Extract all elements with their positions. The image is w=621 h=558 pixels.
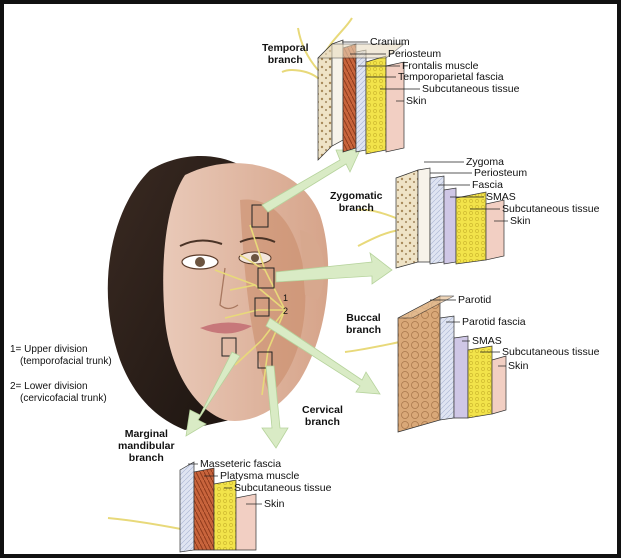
- layer-label: Skin: [264, 498, 284, 510]
- title-line: Marginal: [118, 428, 175, 440]
- layer-label: SMAS: [472, 335, 502, 347]
- layer-label: Parotid: [458, 294, 491, 306]
- layer-label: Subcutaneous tissue: [502, 203, 599, 215]
- title-line: branch: [346, 324, 381, 336]
- layer-label: Subcutaneous tissue: [422, 83, 519, 95]
- title-line: Temporal: [262, 42, 308, 54]
- title-line: branch: [118, 452, 175, 464]
- layer-label: SMAS: [486, 191, 516, 203]
- layer-label: Subcutaneous tissue: [234, 482, 331, 494]
- division-1-label: 1= Upper division: [10, 344, 88, 356]
- face-marker-1: 1: [283, 292, 288, 304]
- zygomatic-branch-title: Zygomatic branch: [330, 190, 383, 214]
- layer-label: Periosteum: [474, 167, 527, 179]
- division-1-desc: (temporofacial trunk): [20, 356, 112, 368]
- layer-label: Skin: [510, 215, 530, 227]
- title-line: Buccal: [346, 312, 381, 324]
- title-line: branch: [330, 202, 383, 214]
- title-line: branch: [262, 54, 308, 66]
- layer-label: Masseteric fascia: [200, 458, 281, 470]
- title-line: mandibular: [118, 440, 175, 452]
- layer-label: Platysma muscle: [220, 470, 299, 482]
- marginal-branch-title: Marginal mandibular branch: [118, 428, 175, 464]
- layer-label: Skin: [508, 360, 528, 372]
- layer-label: Periosteum: [388, 48, 441, 60]
- title-line: branch: [302, 416, 343, 428]
- division-2-desc: (cervicofacial trunk): [20, 393, 107, 405]
- layer-label: Temporoparietal fascia: [398, 71, 504, 83]
- layer-label: Cranium: [370, 36, 410, 48]
- layer-label: Fascia: [472, 179, 503, 191]
- cervical-branch-title: Cervical branch: [302, 404, 343, 428]
- title-line: Zygomatic: [330, 190, 383, 202]
- layer-label: Subcutaneous tissue: [502, 346, 599, 358]
- face-marker-2: 2: [283, 305, 288, 317]
- title-line: Cervical: [302, 404, 343, 416]
- layer-label: Skin: [406, 95, 426, 107]
- layer-label: Parotid fascia: [462, 316, 526, 328]
- buccal-branch-title: Buccal branch: [346, 312, 381, 336]
- temporal-branch-title: Temporal branch: [262, 42, 308, 66]
- division-2-label: 2= Lower division: [10, 381, 88, 393]
